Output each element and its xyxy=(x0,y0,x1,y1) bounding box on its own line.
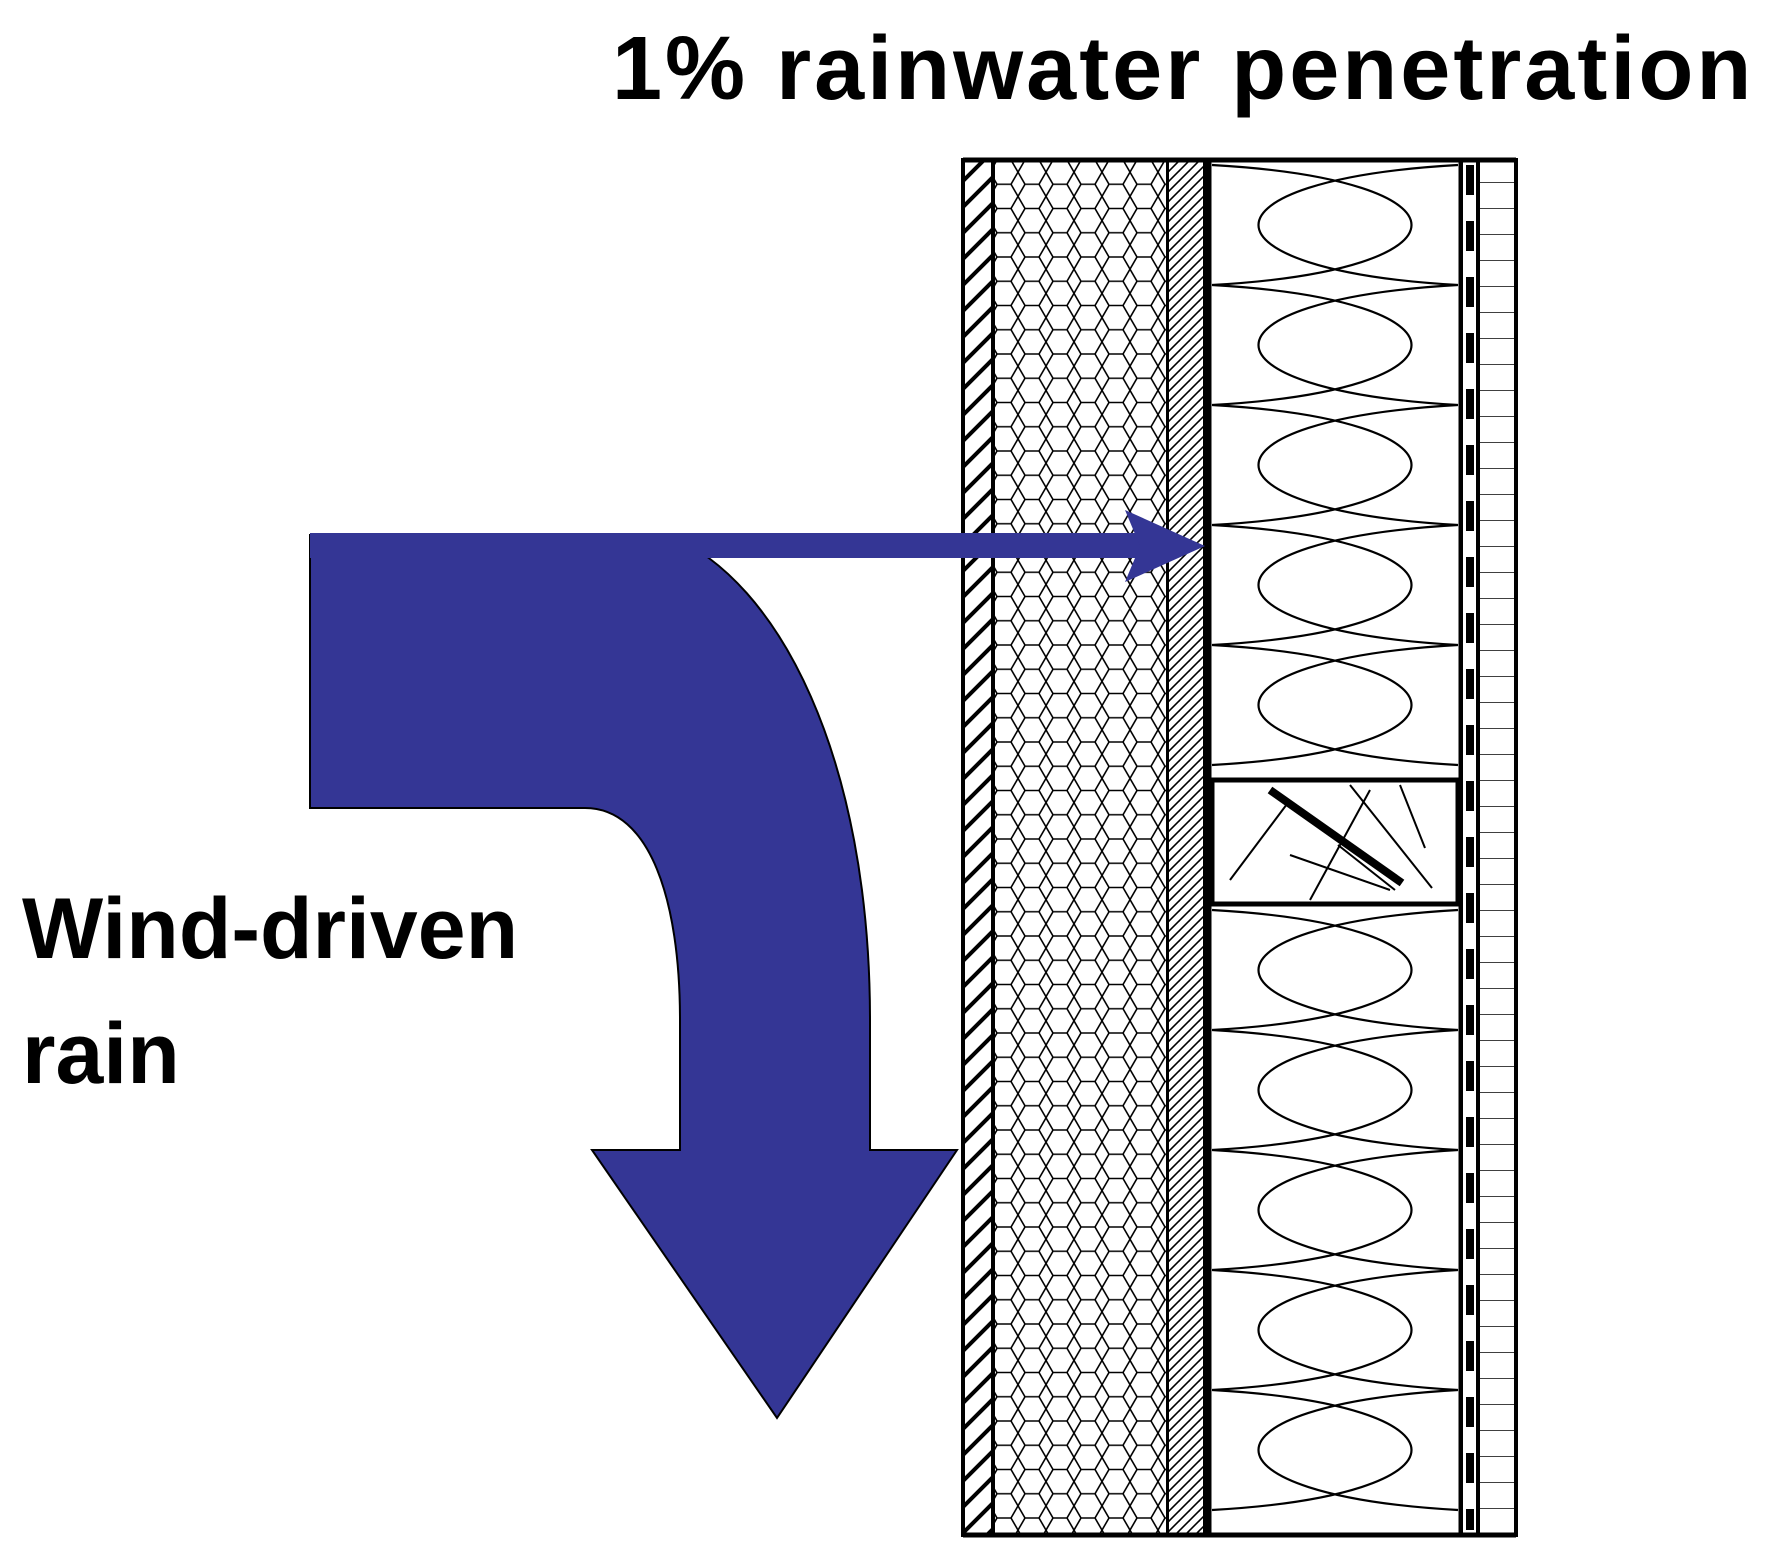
title-label: 1% rainwater penetration xyxy=(612,19,1755,119)
insulation-wave xyxy=(1211,163,1459,767)
wind-driven-rain-arrow xyxy=(309,534,959,1420)
timber-stud xyxy=(1209,777,1461,907)
honeycomb-layer xyxy=(991,158,1170,1537)
cladding-layer xyxy=(961,158,995,1537)
inner-lining-layer xyxy=(1476,158,1518,1537)
rain-label-line2: rain xyxy=(22,1006,180,1102)
rain-label-line1: Wind-driven xyxy=(22,881,519,977)
penetration-arrow xyxy=(310,510,1205,582)
insulation-wave xyxy=(1211,908,1459,1512)
hatched-board-layer xyxy=(1167,159,1207,1536)
